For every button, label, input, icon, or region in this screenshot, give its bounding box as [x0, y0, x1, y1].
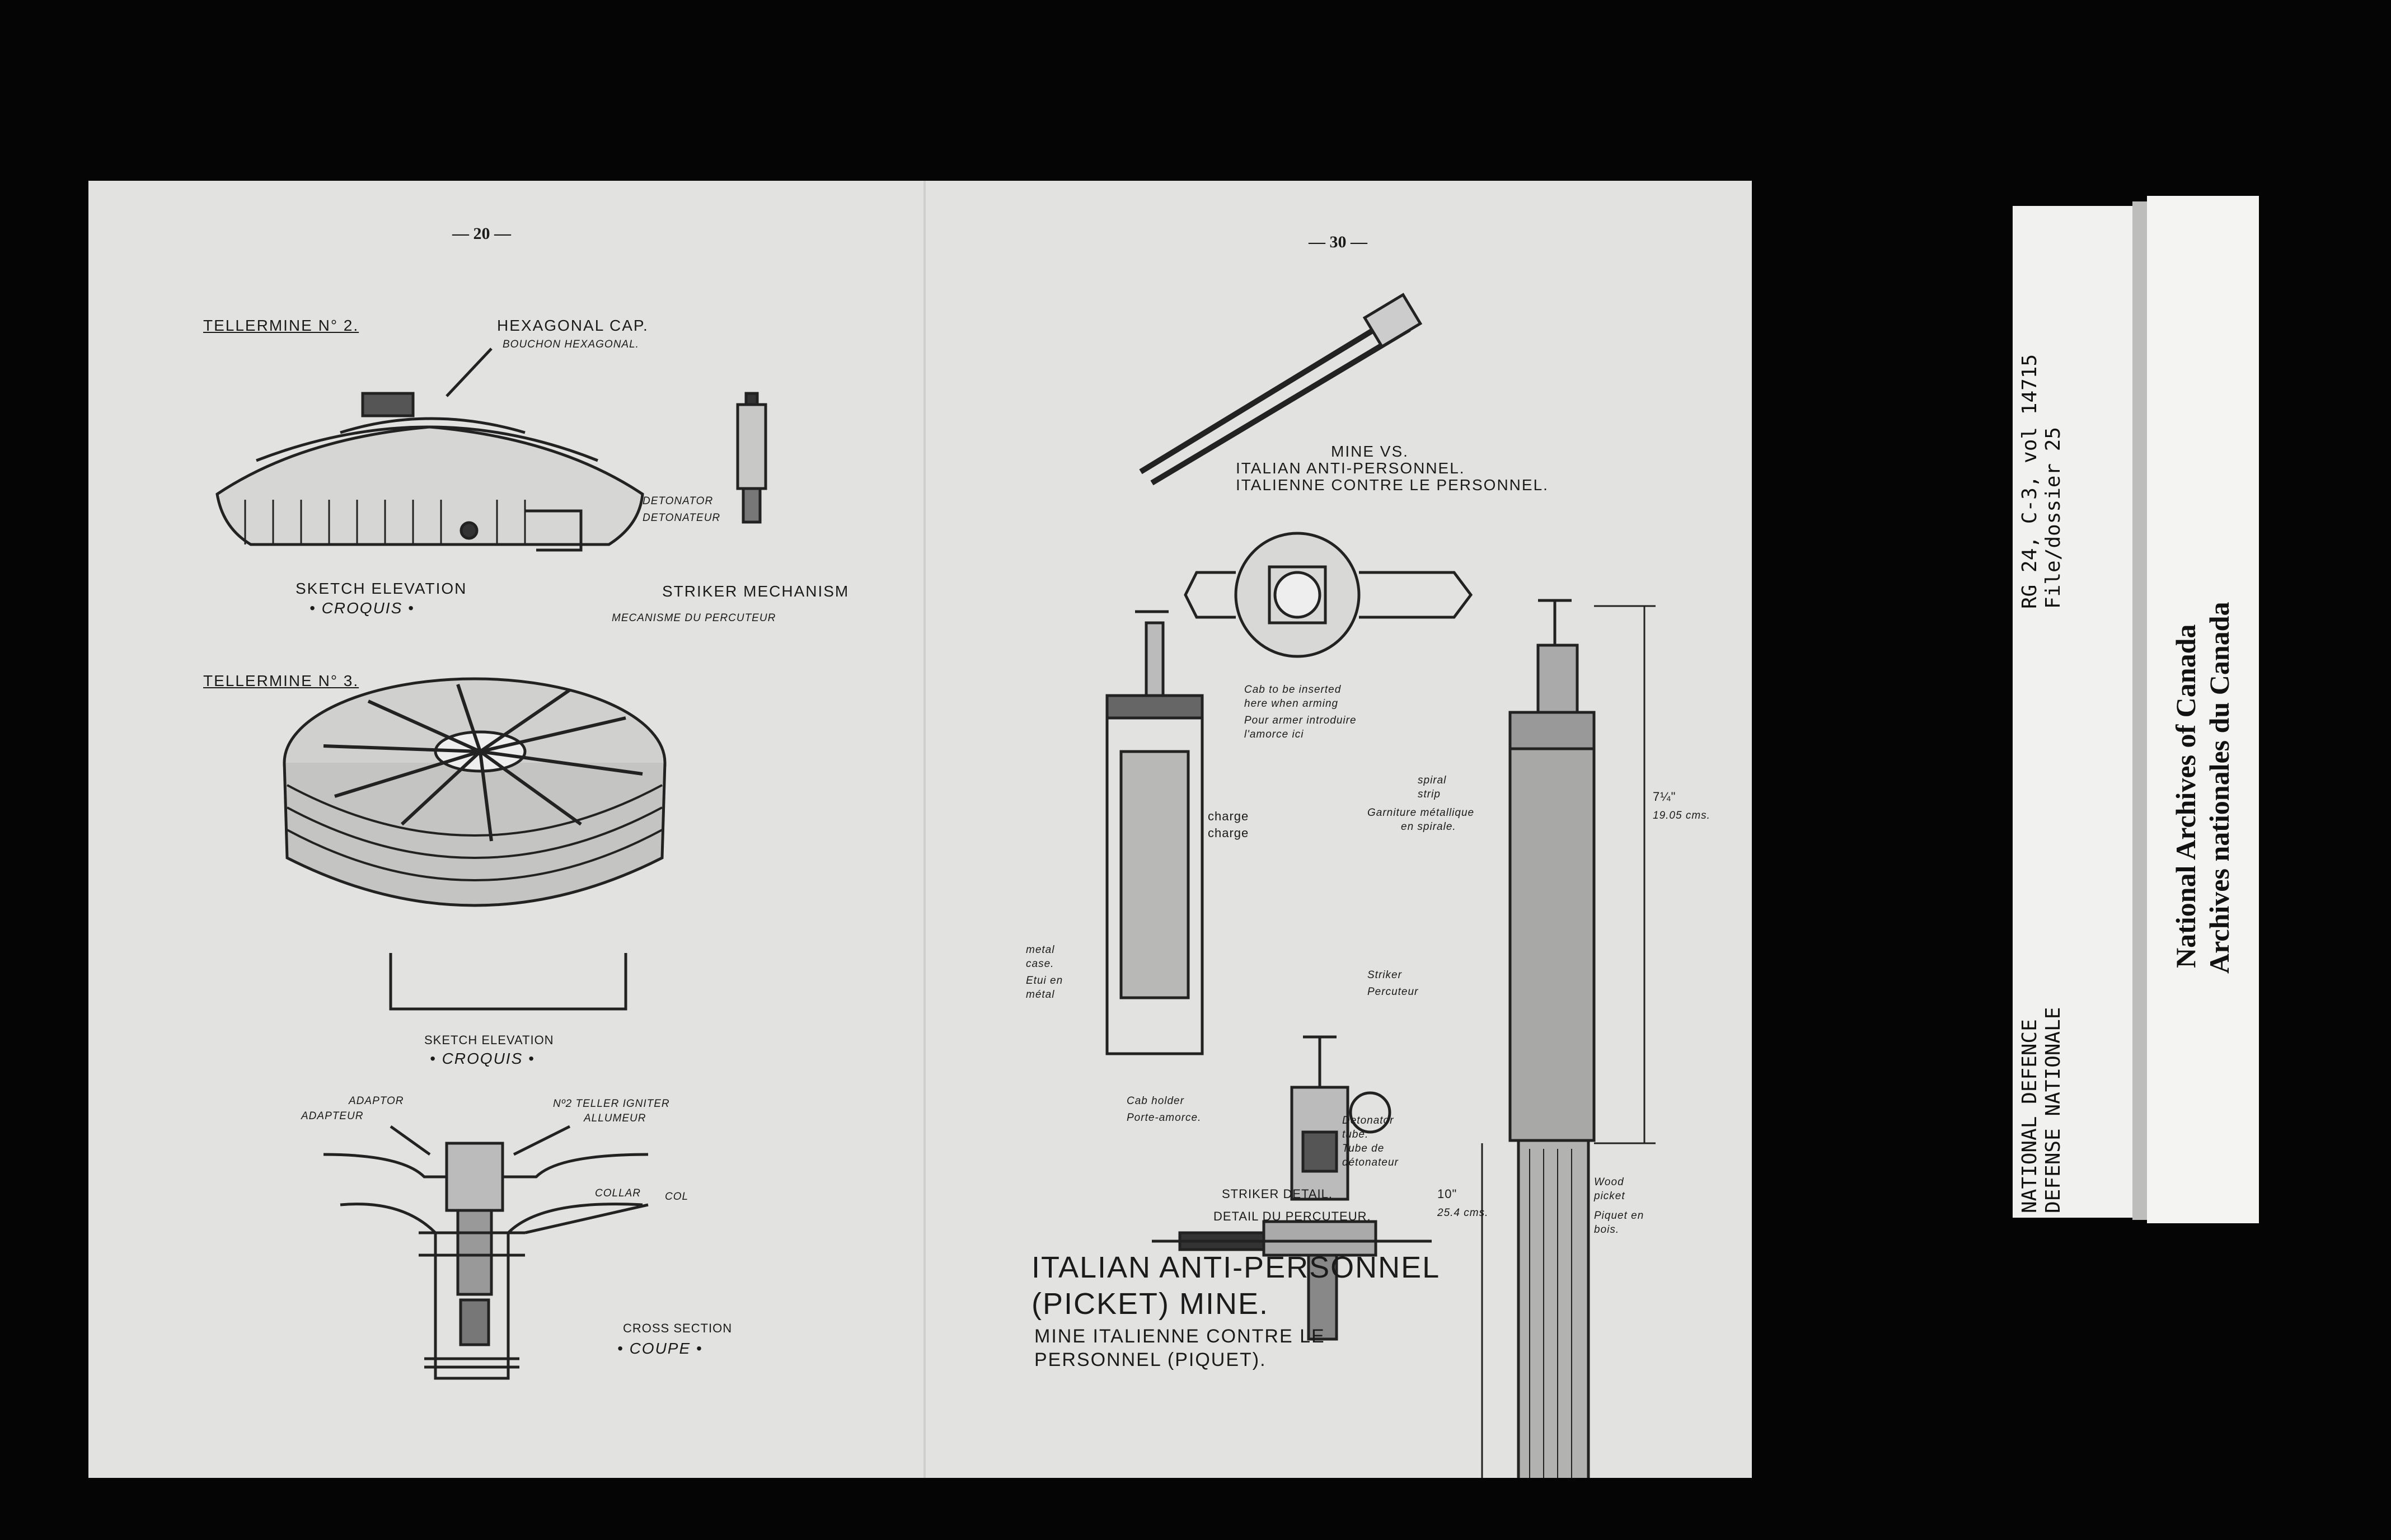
archive-ref-line-3: NATIONAL DEFENCE: [2018, 1019, 2041, 1213]
det-tube-label-3: Tube de: [1342, 1143, 1385, 1154]
tellermine-3-drawing: [283, 677, 667, 1011]
garniture-label-2: en spirale.: [1401, 821, 1456, 833]
card-edge: [2132, 201, 2148, 1220]
det-tube-label-4: détonateur: [1342, 1157, 1399, 1168]
mecanisme-label: MECANISME DU PERCUTEUR: [612, 612, 776, 624]
metal-case-label-2: case.: [1026, 958, 1054, 970]
technical-drawings: [215, 293, 1656, 1478]
picket-mine-drawing: [1481, 599, 1656, 1478]
archive-ref-line-1: RG 24, C-3, vol 14715: [2018, 354, 2041, 609]
height-2-cms: 25.4 cms.: [1437, 1207, 1489, 1219]
main-title-line-1: ITALIAN ANTI-PERSONNEL: [1032, 1251, 1441, 1284]
charge-label-en: charge: [1208, 809, 1249, 823]
archive-ref-line-4: DEFENSE NATIONALE: [2042, 1007, 2065, 1213]
wood-picket-label-2: picket: [1594, 1190, 1625, 1202]
striker-detail-en: STRIKER DETAIL.: [1222, 1187, 1333, 1201]
collar-label-en: COLLAR: [595, 1187, 641, 1199]
croquis-label-1: • CROQUIS •: [310, 599, 415, 617]
archive-stamp-line-1: National Archives of Canada: [2170, 624, 2201, 968]
adaptor-label-en: ADAPTOR: [349, 1095, 404, 1107]
height-1-cms: 19.05 cms.: [1653, 810, 1710, 821]
spiral-label-1: spiral: [1418, 774, 1447, 786]
height-2-inches: 10": [1437, 1187, 1457, 1201]
cab-label-fr-2: l'amorce ici: [1244, 729, 1304, 740]
igniter-label-en: Nº2 TELLER IGNITER: [553, 1098, 670, 1110]
mine-vs-line-3: ITALIENNE CONTRE LE PERSONNEL.: [1236, 476, 1549, 494]
piquet-label-1: Piquet en: [1594, 1210, 1644, 1222]
main-subtitle-line-2: PERSONNEL (PIQUET).: [1034, 1349, 1267, 1370]
hex-cap-label-fr: BOUCHON HEXAGONAL.: [503, 339, 639, 350]
coupe-label: • COUPE •: [617, 1340, 703, 1357]
cab-label-en-1: Cab to be inserted: [1244, 684, 1342, 696]
archive-stamp-card: National Archives of Canada Archives nat…: [2147, 196, 2259, 1223]
right-page-number: — 30 —: [1309, 233, 1367, 251]
metal-case-label-1: metal: [1026, 944, 1055, 956]
left-page-number: — 20 —: [452, 224, 511, 243]
cab-holder-label-fr: Porte-amorce.: [1127, 1112, 1202, 1124]
striker-mechanism-label: STRIKER MECHANISM: [662, 583, 850, 600]
detonator-label-fr: DETONATEUR: [643, 512, 721, 524]
mine-body-section-drawing: [1105, 610, 1204, 1055]
det-tube-label-2: tube.: [1342, 1129, 1369, 1140]
det-tube-label-1: Detonator: [1342, 1115, 1394, 1126]
etui-label-1: Etui en: [1026, 975, 1063, 987]
croquis-label-2: • CROQUIS •: [430, 1050, 535, 1067]
plan-view-drawing: [1184, 532, 1473, 658]
spiral-label-2: strip: [1418, 788, 1441, 800]
mine-vs-line-1: MINE VS.: [1331, 443, 1409, 460]
detonator-label-en: DETONATOR: [643, 495, 714, 507]
archive-reference-card: RG 24, C-3, vol 14715 File/dossier 25 NA…: [2013, 206, 2136, 1218]
archive-ref-line-2: File/dossier 25: [2042, 426, 2065, 609]
striker-detail-drawing: [1152, 1035, 1432, 1341]
archive-stamp-line-2: Archives nationales du Canada: [2204, 602, 2235, 974]
striker-label-en: Striker: [1367, 969, 1402, 981]
collar-label-fr: COL: [665, 1191, 689, 1203]
igniter-label-fr: ALLUMEUR: [584, 1112, 646, 1124]
striker-label-fr: Percuteur: [1367, 986, 1419, 998]
etui-label-2: métal: [1026, 989, 1055, 1001]
mine-vs-line-2: ITALIAN ANTI-PERSONNEL.: [1236, 459, 1465, 477]
main-subtitle-line-1: MINE ITALIENNE CONTRE LE: [1034, 1326, 1325, 1347]
cab-holder-label-en: Cab holder: [1127, 1095, 1184, 1107]
wood-picket-label-1: Wood: [1594, 1176, 1624, 1188]
charge-label-fr: charge: [1208, 826, 1249, 840]
height-1-inches: 7¼": [1653, 790, 1676, 804]
cross-section-label: CROSS SECTION: [623, 1321, 733, 1335]
document-sheet: — 20 — TELLERMINE N° 2. HEXAGONAL CAP. B…: [88, 181, 1752, 1478]
hex-cap-label-en: HEXAGONAL CAP.: [497, 317, 649, 334]
mine-pole-drawing: [1139, 293, 1423, 486]
garniture-label-1: Garniture métallique: [1367, 807, 1475, 819]
tellermine-2-drawing: [215, 348, 767, 552]
tellermine-3-title: TELLERMINE N° 3.: [203, 672, 359, 689]
cross-section-drawing: [323, 1125, 649, 1380]
cab-label-en-2: here when arming: [1244, 698, 1339, 710]
striker-detail-fr: DETAIL DU PERCUTEUR.: [1213, 1209, 1371, 1223]
page-fold: [923, 181, 926, 1478]
piquet-label-2: bois.: [1594, 1224, 1620, 1236]
cab-label-fr-1: Pour armer introduire: [1244, 715, 1357, 726]
sketch-elevation-label-2: SKETCH ELEVATION: [424, 1033, 554, 1047]
tellermine-2-title: TELLERMINE N° 2.: [203, 317, 359, 334]
adaptor-label-fr: ADAPTEUR: [301, 1110, 364, 1122]
sketch-elevation-label-1: SKETCH ELEVATION: [296, 580, 467, 597]
main-title-line-2: (PICKET) MINE.: [1032, 1287, 1269, 1321]
